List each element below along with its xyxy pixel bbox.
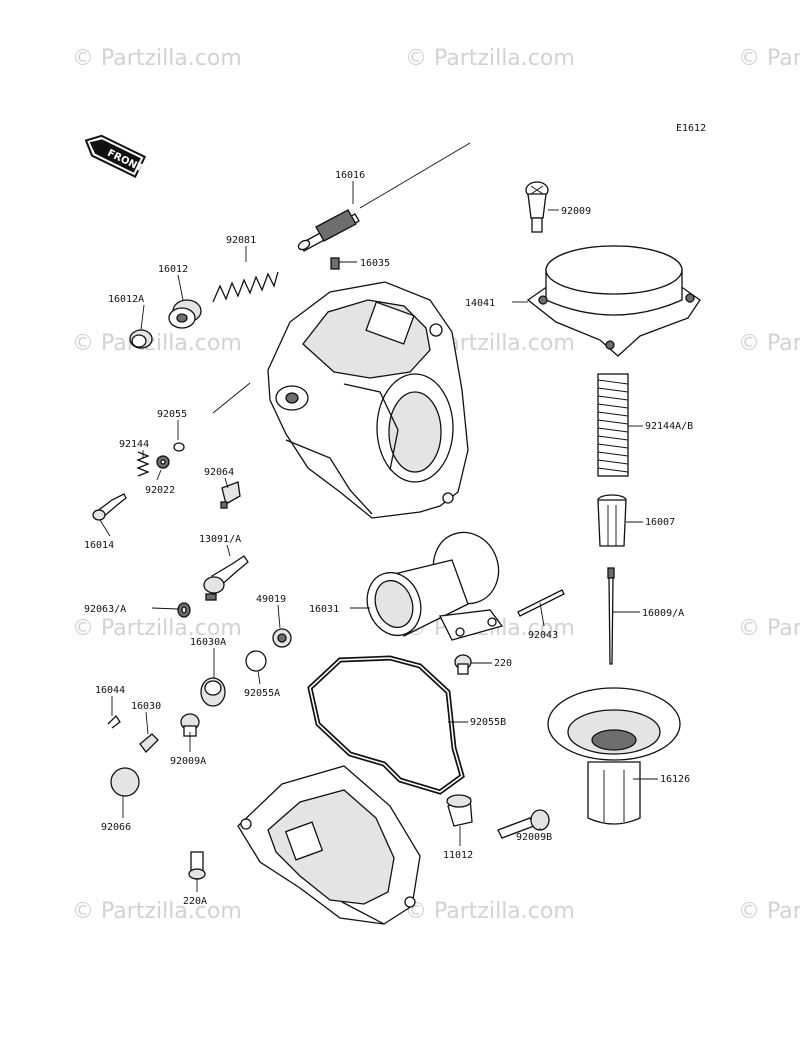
label-92043: 92043 xyxy=(528,630,558,641)
part-92144-spring xyxy=(136,451,150,477)
part-16016-shaft xyxy=(297,209,360,252)
label-92064: 92064 xyxy=(204,467,234,478)
watermark: © Partzilla.com xyxy=(72,899,242,924)
watermark: © Partzilla.com xyxy=(738,331,800,356)
front-arrow-badge: FRONT xyxy=(84,134,147,178)
guide-lines xyxy=(212,142,471,414)
part-92063a-screw xyxy=(177,602,191,618)
part-16012-pulley xyxy=(168,299,202,329)
label-92144: 92144 xyxy=(119,439,149,450)
label-16014: 16014 xyxy=(84,540,114,551)
part-16030-holder xyxy=(139,733,159,753)
label-16044: 16044 xyxy=(95,685,125,696)
label-92055b: 92055B xyxy=(470,717,506,728)
watermark: © Partzilla.com xyxy=(738,616,800,641)
part-14041-cover xyxy=(526,245,701,357)
label-16030: 16030 xyxy=(131,701,161,712)
label-220a: 220A xyxy=(183,896,207,907)
watermark: © Partzilla.com xyxy=(72,616,242,641)
label-16016: 16016 xyxy=(335,170,365,181)
label-92063a: 92063/A xyxy=(84,604,126,615)
watermark: © Partzilla.com xyxy=(72,331,242,356)
part-16035-plug xyxy=(330,257,340,270)
diagram-code: E1612 xyxy=(676,123,706,134)
label-16035: 16035 xyxy=(360,258,390,269)
label-11012: 11012 xyxy=(443,850,473,861)
part-16126-slide xyxy=(547,687,681,825)
watermark: © Partzilla.com xyxy=(405,46,575,71)
part-92043-pin xyxy=(517,589,565,617)
part-92066-cap xyxy=(110,767,140,797)
label-16007: 16007 xyxy=(645,517,675,528)
label-14041: 14041 xyxy=(465,298,495,309)
watermark: © Partzilla.com xyxy=(72,46,242,71)
label-16126: 16126 xyxy=(660,774,690,785)
leader-lines xyxy=(99,181,658,892)
part-16012a-nut xyxy=(129,329,153,349)
part-92055b-gasket xyxy=(307,655,465,795)
label-92055: 92055 xyxy=(157,409,187,420)
part-16044-pin xyxy=(107,714,121,729)
part-13091a-jet xyxy=(203,555,249,601)
label-16030a: 16030A xyxy=(190,637,226,648)
part-92144ab-spring xyxy=(597,373,629,477)
part-16030a-jet xyxy=(200,677,226,707)
part-92022-washer xyxy=(156,455,170,469)
label-16012a: 16012A xyxy=(108,294,144,305)
label-92055a: 92055A xyxy=(244,688,280,699)
label-49019: 49019 xyxy=(256,594,286,605)
part-16009a-needle xyxy=(607,567,615,665)
part-16031-diaphragm xyxy=(366,531,504,641)
part-16007-holder xyxy=(597,494,627,547)
part-49019-seal xyxy=(272,628,292,648)
part-92064-jet xyxy=(220,481,241,509)
part-92009-screw xyxy=(525,181,549,233)
label-16009a: 16009/A xyxy=(642,608,684,619)
part-220a-screw xyxy=(188,851,206,880)
part-11012-cap xyxy=(446,794,473,827)
part-92055a-oring xyxy=(245,650,267,672)
watermark: © Partzilla.com xyxy=(738,46,800,71)
part-92081-spring xyxy=(212,271,279,303)
label-220: 220 xyxy=(494,658,512,669)
label-92144ab: 92144A/B xyxy=(645,421,693,432)
part-16014-screw xyxy=(92,493,127,521)
label-16031: 16031 xyxy=(309,604,339,615)
label-92022: 92022 xyxy=(145,485,175,496)
label-92009b: 92009B xyxy=(516,832,552,843)
part-92009a-screw xyxy=(180,713,200,737)
label-92009: 92009 xyxy=(561,206,591,217)
label-92081: 92081 xyxy=(226,235,256,246)
label-92066: 92066 xyxy=(101,822,131,833)
watermark: © Partzilla.com xyxy=(738,899,800,924)
watermark: © Partzilla.com xyxy=(405,899,575,924)
part-92055-oring xyxy=(173,442,185,452)
part-labels: 16016 92081 16012 16012A 16035 92009 140… xyxy=(84,170,693,907)
carburetor-body xyxy=(267,281,469,519)
part-220-screw xyxy=(454,654,472,675)
label-13091a: 13091/A xyxy=(199,534,241,545)
label-92009a: 92009A xyxy=(170,756,206,767)
label-16012: 16012 xyxy=(158,264,188,275)
float-bowl xyxy=(237,765,421,925)
